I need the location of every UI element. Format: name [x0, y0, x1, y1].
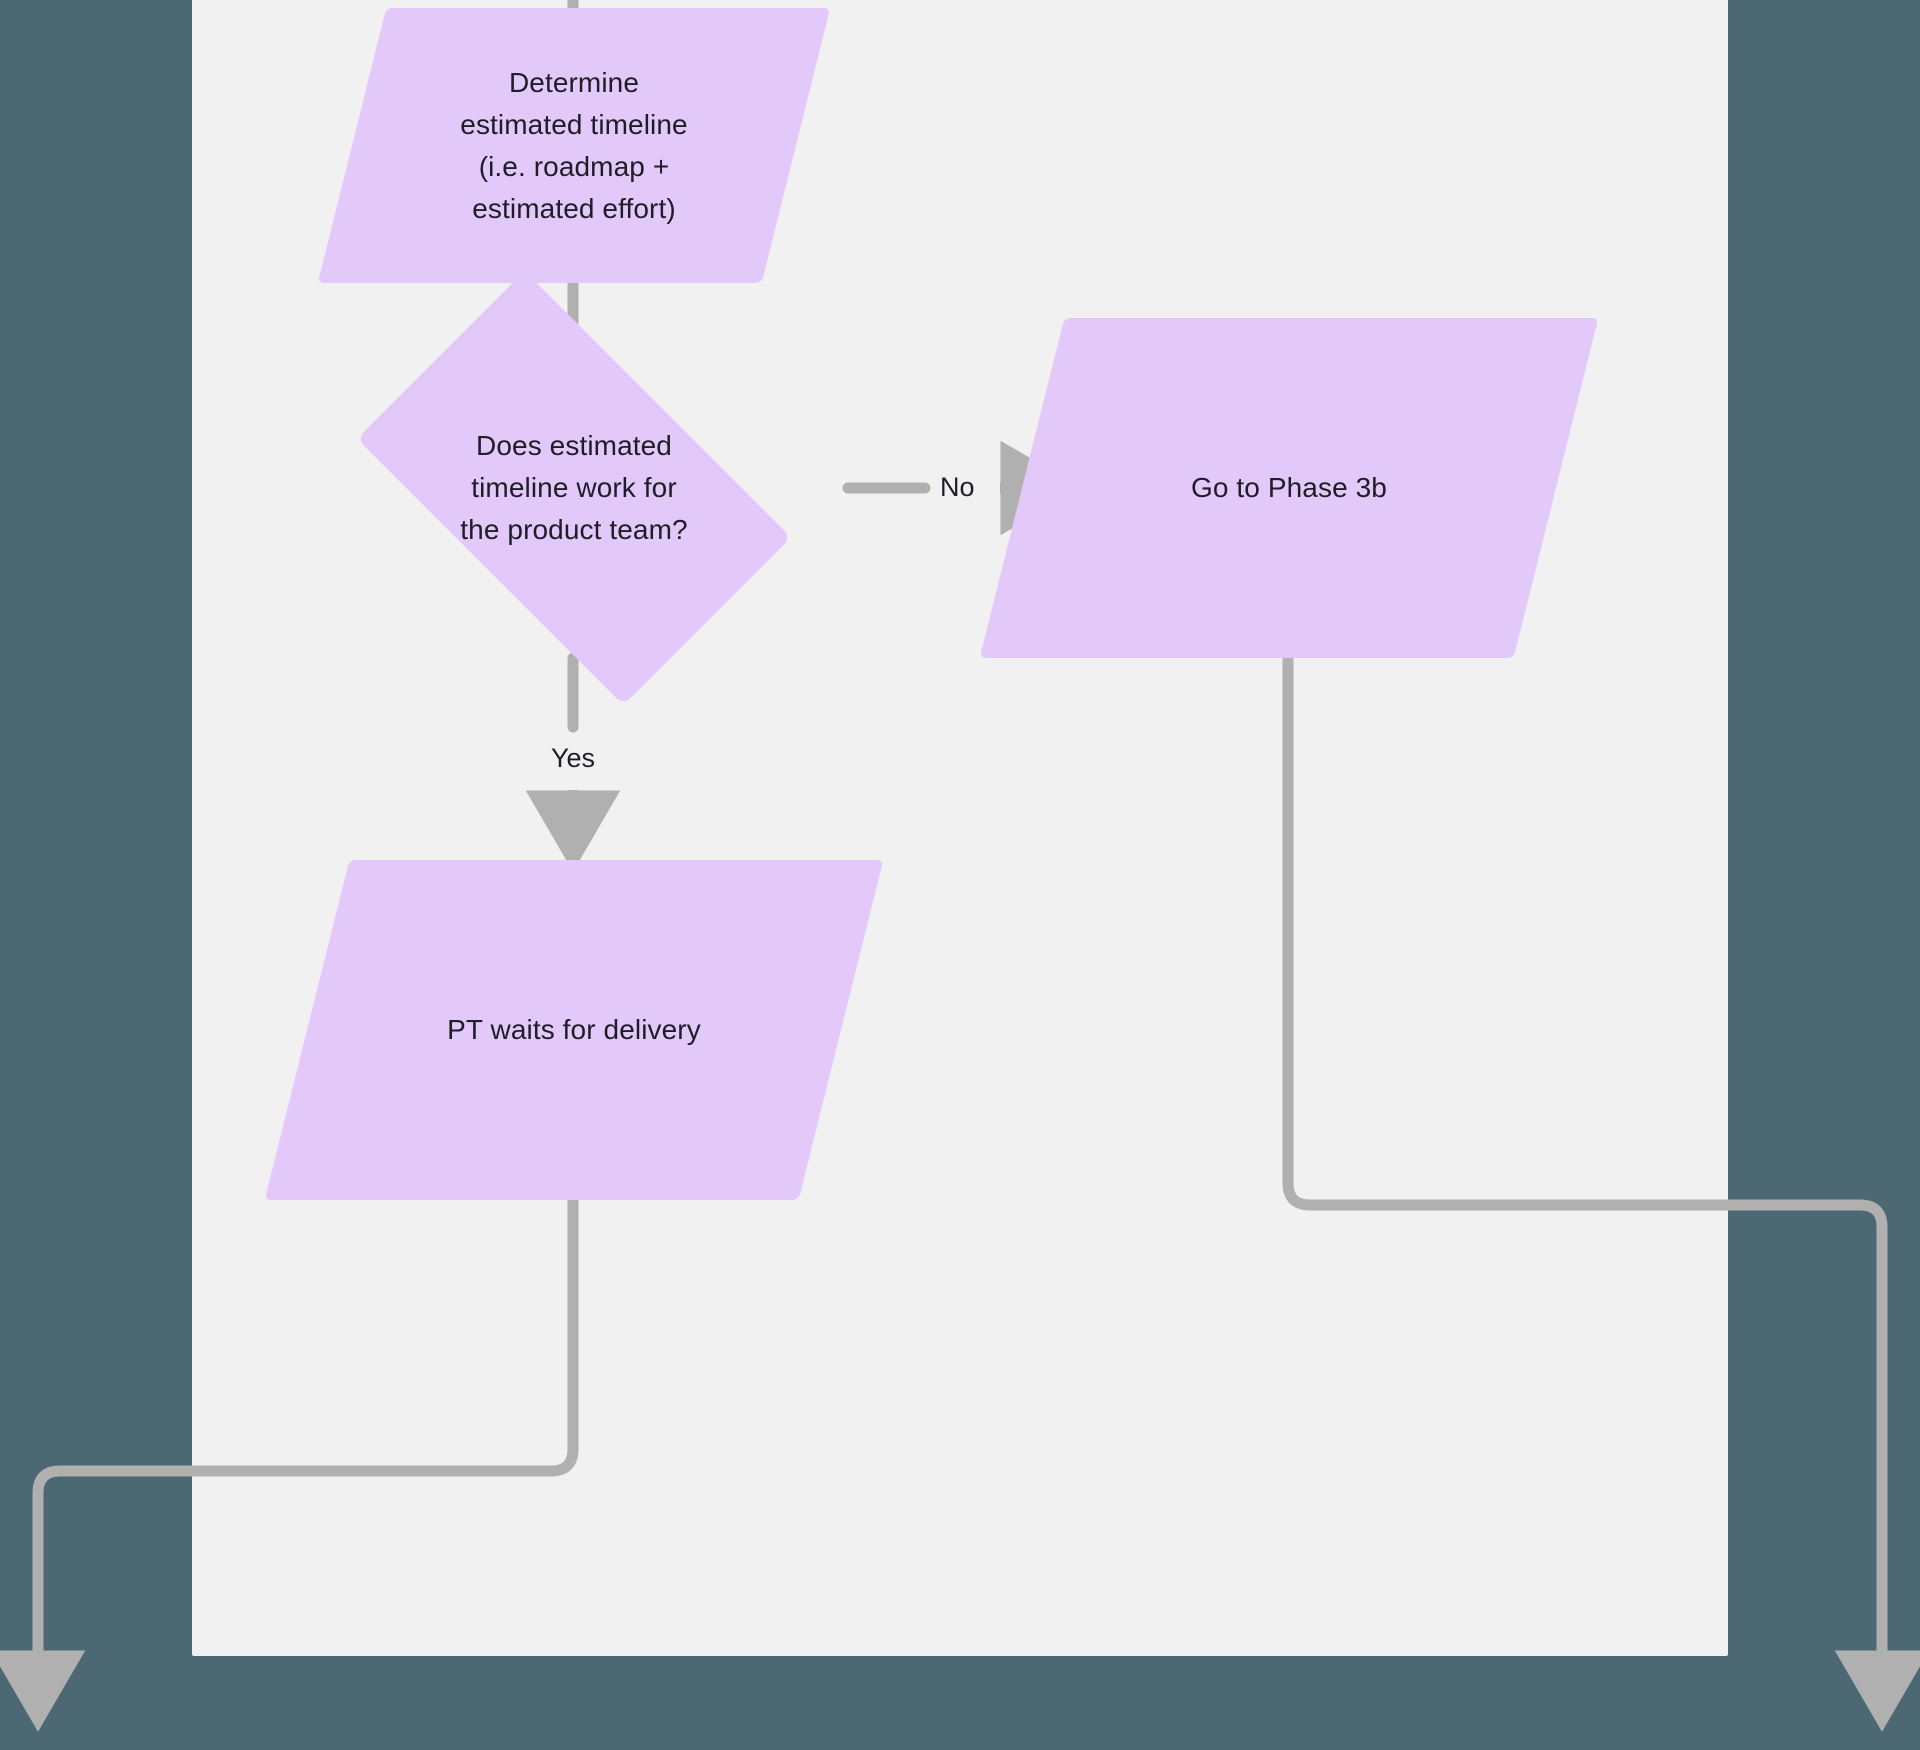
- edge-label-no: No: [940, 472, 975, 502]
- node-decision-timeline-label: Does estimated timeline work for the pro…: [460, 430, 688, 545]
- node-determine-timeline-label: Determine estimated timeline (i.e. roadm…: [460, 66, 688, 224]
- node-decision-timeline[interactable]: Does estimated timeline work for the pro…: [307, 270, 841, 706]
- node-determine-timeline[interactable]: Determine estimated timeline (i.e. roadm…: [317, 8, 831, 283]
- node-pt-waits[interactable]: PT waits for delivery: [264, 860, 884, 1200]
- node-pt-waits-label: PT waits for delivery: [447, 1014, 701, 1045]
- node-go-phase-3b[interactable]: Go to Phase 3b: [979, 318, 1599, 658]
- node-go-phase-3b-label: Go to Phase 3b: [1191, 472, 1387, 503]
- edge-label-yes: Yes: [551, 743, 596, 773]
